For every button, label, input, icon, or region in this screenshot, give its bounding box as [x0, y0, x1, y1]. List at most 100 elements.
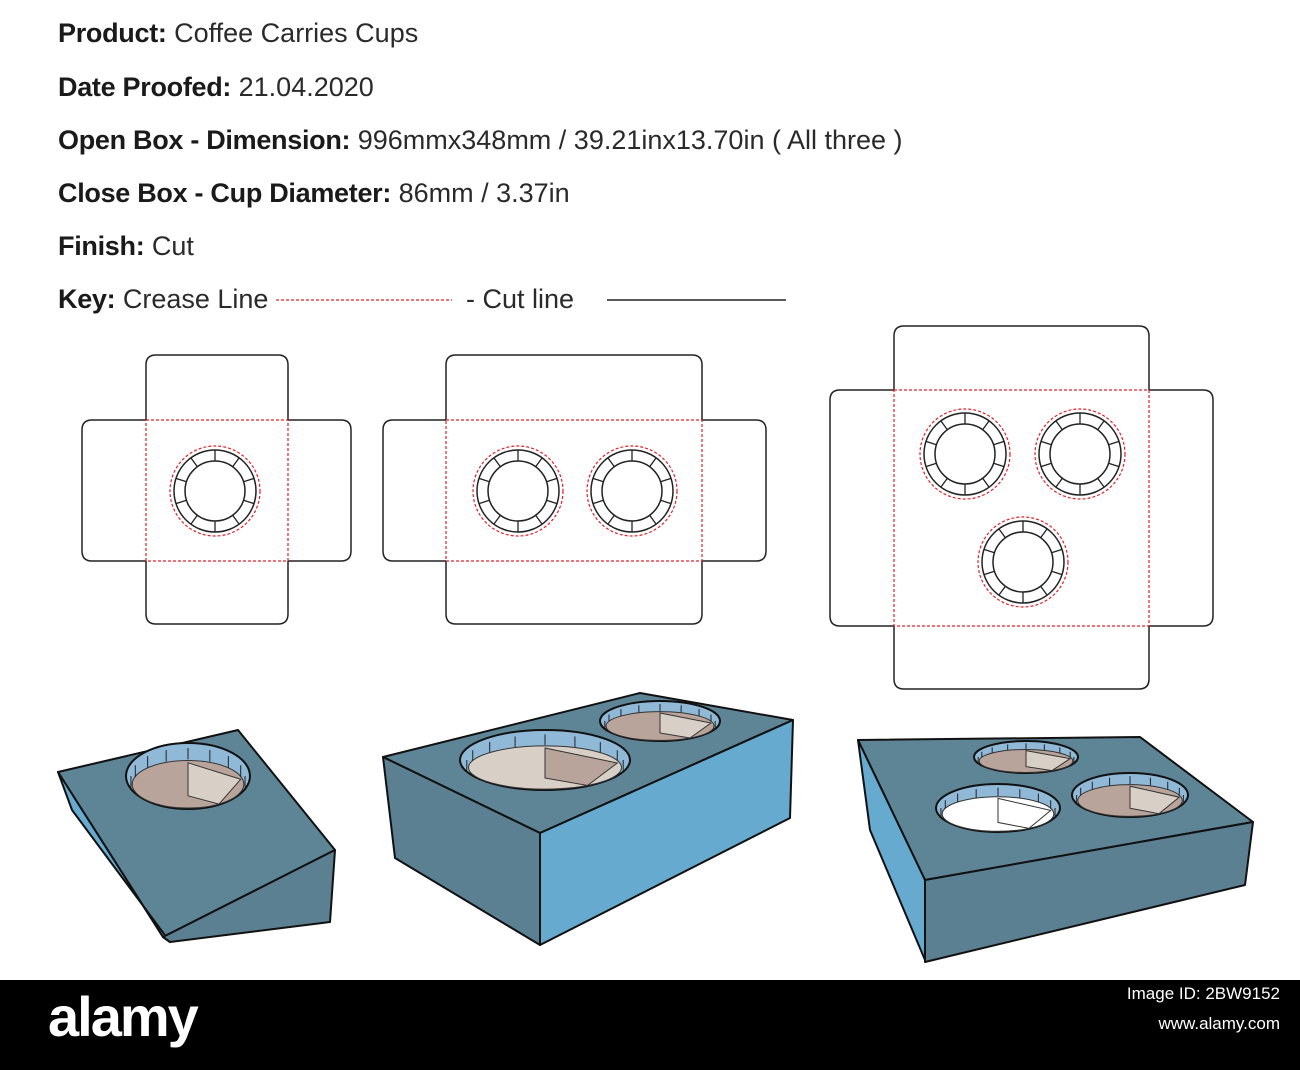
folded-box-three-cups	[857, 736, 1254, 963]
dieline-one-cup	[81, 354, 352, 625]
product-line: Product: Coffee Carries Cups	[58, 18, 418, 49]
close-box-line: Close Box - Cup Diameter: 86mm / 3.37in	[58, 178, 570, 209]
cup-hole	[487, 460, 549, 522]
cup-slit	[983, 570, 995, 576]
hole-cup-surface	[544, 747, 619, 787]
cup-slit	[607, 514, 615, 525]
bottom-flap	[893, 626, 1150, 690]
cup-slit	[592, 499, 604, 505]
key-label: Key:	[58, 284, 116, 314]
date-label: Date Proofed:	[58, 72, 232, 102]
cup-crease-ring	[919, 408, 1011, 500]
cup-slit	[1040, 528, 1048, 539]
cup-slit	[607, 457, 615, 468]
dieline-two-cups	[382, 354, 767, 625]
box3-front-side	[924, 821, 1254, 963]
cup-slit	[190, 514, 198, 525]
base-panel	[145, 419, 289, 562]
cup-slit	[1097, 477, 1105, 488]
hole-cup-surface	[1129, 785, 1181, 815]
cup-crease-ring	[1034, 408, 1126, 500]
open-box-label: Open Box - Dimension:	[58, 125, 351, 155]
product-value: Coffee Carries Cups	[174, 18, 419, 48]
top-flap	[893, 325, 1150, 390]
box2-cup-hole-back	[599, 700, 721, 742]
cup-slit	[1040, 462, 1052, 468]
cup-slit	[243, 477, 255, 483]
right-flap	[1149, 389, 1214, 627]
close-box-label: Close Box - Cup Diameter:	[58, 178, 392, 208]
cup-hole	[1049, 423, 1111, 485]
right-flap	[288, 419, 352, 562]
cup-slit	[592, 477, 604, 483]
box1-front-side	[162, 849, 336, 943]
brand-logo: alamy	[48, 985, 199, 1048]
finish-line: Finish: Cut	[58, 231, 194, 262]
product-label: Product:	[58, 18, 167, 48]
cup-slit	[546, 477, 558, 483]
cup-outer-ring	[476, 449, 560, 533]
cup-slit	[925, 462, 937, 468]
cup-slit	[232, 514, 240, 525]
cup-slit	[660, 477, 672, 483]
key-line: Key: Crease Line	[58, 284, 268, 315]
cup-crease-ring	[586, 445, 678, 537]
cup-slit	[232, 457, 240, 468]
date-value: 21.04.2020	[238, 72, 374, 102]
right-flap	[702, 419, 767, 562]
box2-front-side	[539, 719, 794, 946]
cup-slit	[175, 477, 187, 483]
cup-slit	[535, 457, 543, 468]
flat-dielines	[81, 325, 1214, 690]
cup-outer-ring	[173, 449, 257, 533]
top-flap	[445, 354, 703, 420]
folded-box-one-cup	[57, 729, 336, 943]
top-flap	[145, 354, 289, 420]
cup-slit	[493, 514, 501, 525]
bottom-flap	[445, 561, 703, 625]
cup-outer-ring	[981, 520, 1065, 604]
cup-slit	[983, 548, 995, 554]
cup-slit	[998, 585, 1006, 596]
cup-hole	[184, 460, 246, 522]
hole-cup-surface	[659, 712, 713, 739]
hole-cup-surface	[187, 762, 242, 805]
cup-hole	[601, 460, 663, 522]
cup-slit	[1097, 420, 1105, 431]
cup-slit	[649, 457, 657, 468]
cup-slit	[493, 457, 501, 468]
key-cut-text: - Cut line	[466, 284, 575, 314]
image-id: Image ID: 2BW9152	[1126, 984, 1280, 1003]
base-panel	[445, 419, 703, 562]
box3-cup-hole-back	[973, 740, 1079, 774]
date-line: Date Proofed: 21.04.2020	[58, 72, 374, 103]
cup-outer-ring	[590, 449, 674, 533]
cup-slit	[940, 420, 948, 431]
box1-cup-hole	[125, 742, 251, 810]
cup-outer-ring	[923, 412, 1007, 496]
box3-cup-hole-right	[1071, 772, 1189, 818]
cup-slit	[660, 499, 672, 505]
folded-box-two-cups	[382, 692, 794, 946]
hole-cup-surface	[997, 797, 1052, 829]
cup-slit	[243, 499, 255, 505]
cup-hole	[992, 531, 1054, 593]
box3-cup-hole-front	[935, 783, 1061, 833]
open-box-line: Open Box - Dimension: 996mmx348mm / 39.2…	[58, 125, 903, 156]
left-flap	[382, 419, 446, 562]
cup-slit	[1040, 585, 1048, 596]
cup-crease-ring	[169, 445, 261, 537]
left-flap	[829, 389, 894, 627]
footer-bar: alamy Image ID: 2BW9152 www.alamy.com	[0, 980, 1300, 1070]
cup-slit	[940, 477, 948, 488]
box2-cup-hole-front	[459, 729, 631, 791]
cup-slit	[546, 499, 558, 505]
cup-slit	[982, 420, 990, 431]
cup-slit	[535, 514, 543, 525]
cup-outer-ring	[1038, 412, 1122, 496]
bottom-flap	[145, 561, 289, 625]
cup-slit	[982, 477, 990, 488]
dieline-three-cups	[829, 325, 1214, 690]
cup-crease-ring	[472, 445, 564, 537]
close-box-value: 86mm / 3.37in	[398, 178, 570, 208]
